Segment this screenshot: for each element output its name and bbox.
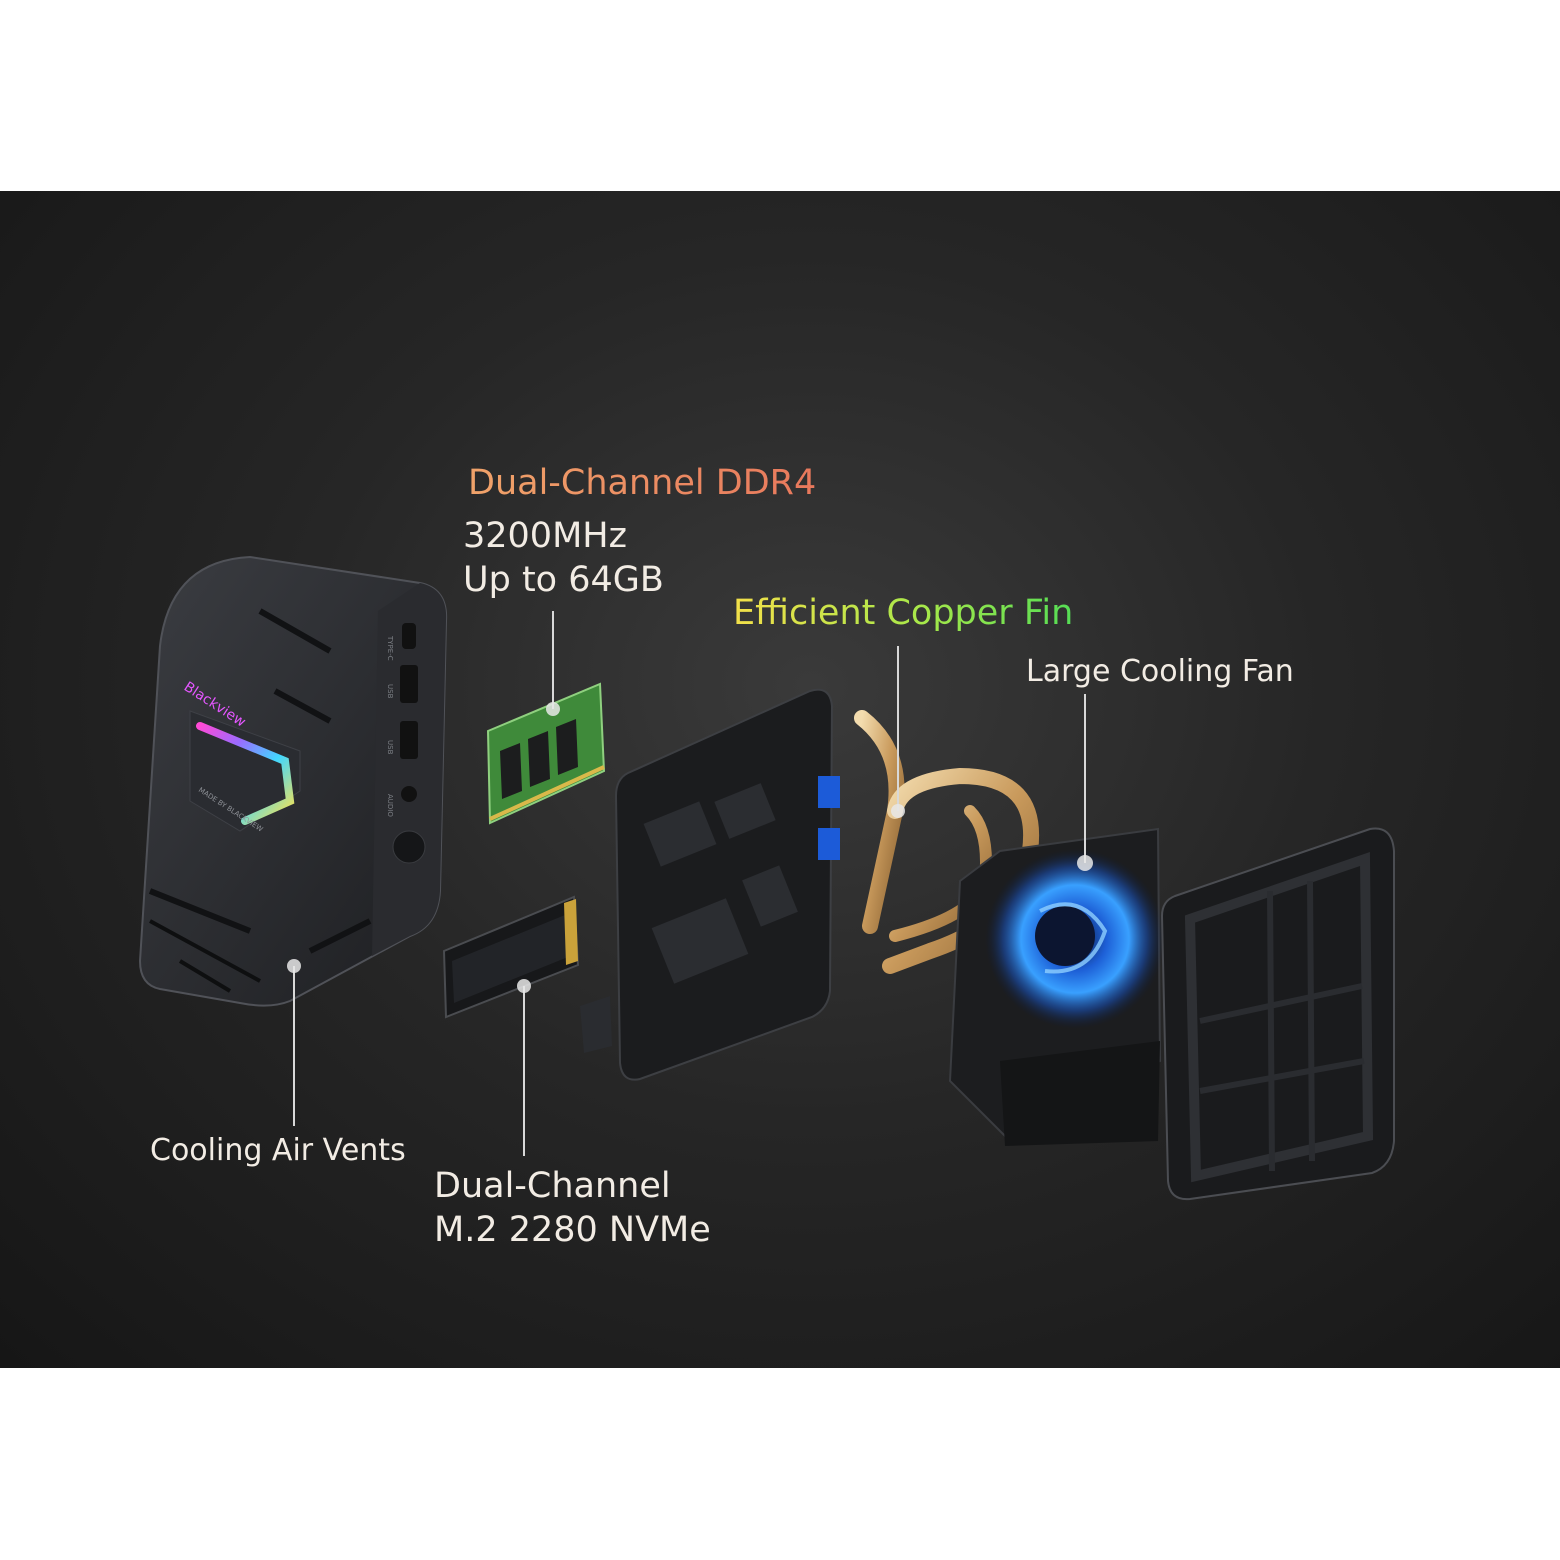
nvme-label-line1: Dual-Channel xyxy=(434,1166,671,1206)
port-label: AUDIO xyxy=(386,794,394,817)
ddr4-speed-label: 3200MHz xyxy=(463,516,627,556)
port-label: USB xyxy=(386,684,394,699)
cooling-fan xyxy=(948,827,1165,1146)
port-label: TYPE-C xyxy=(386,635,394,661)
motherboard xyxy=(580,688,840,1081)
copper-fin-label: Efficient Copper Fin xyxy=(733,593,1074,633)
nvme-ssd xyxy=(442,895,580,1019)
cooling-fan-label: Large Cooling Fan xyxy=(1026,654,1294,689)
air-vents-label: Cooling Air Vents xyxy=(150,1133,406,1168)
callout-lines xyxy=(293,611,1086,1156)
mini-pc-case: Blackview MADE BY BLACKVIEW xyxy=(138,555,448,1007)
ddr4-title-label: Dual-Channel DDR4 xyxy=(468,463,817,503)
exploded-view-illustration: Blackview MADE BY BLACKVIEW xyxy=(138,555,1395,1201)
ram-module xyxy=(486,682,606,825)
product-banner: Blackview MADE BY BLACKVIEW xyxy=(0,191,1560,1368)
nvme-label-line2: M.2 2280 NVMe xyxy=(434,1210,711,1250)
ddr4-capacity-label: Up to 64GB xyxy=(463,560,664,600)
port-label: USB xyxy=(386,740,394,755)
bottom-cover xyxy=(1160,827,1395,1201)
callout-dots xyxy=(287,702,1093,993)
